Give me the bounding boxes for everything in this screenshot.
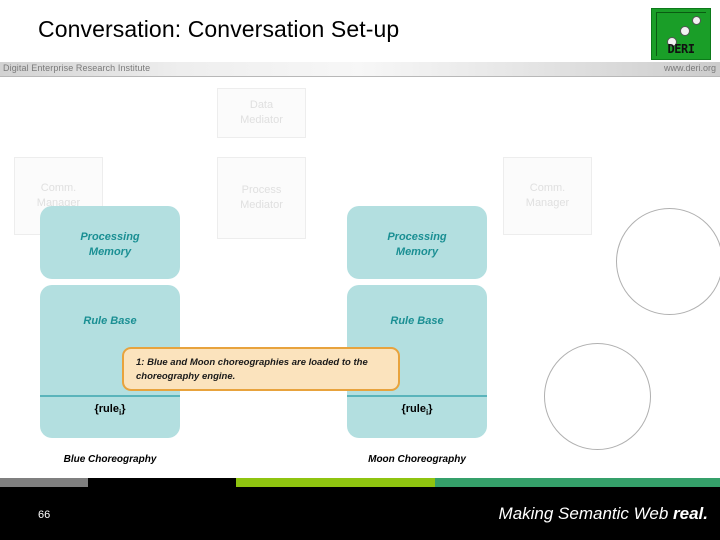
logo-ball-icon <box>667 37 677 47</box>
outline-circle-top <box>616 208 720 315</box>
colorbar-segment-black <box>88 478 236 487</box>
footer-bar <box>0 487 720 540</box>
ghost-label-line2: Manager <box>525 197 570 209</box>
rule-tag-prefix: {rule <box>401 403 426 415</box>
rule-base-divider <box>40 395 180 397</box>
ghost-label-line1: Data <box>249 99 274 111</box>
logo-ball-icon <box>692 16 701 25</box>
footer-color-bar <box>0 478 720 487</box>
ghost-label-line1: Process <box>241 184 282 196</box>
processing-memory-label: Processing Memory <box>40 230 180 260</box>
processing-memory-moon: Processing Memory <box>347 206 487 279</box>
rule-tag-moon: {rulei} <box>347 402 487 420</box>
colorbar-segment-lime <box>236 478 435 487</box>
logo-frame <box>656 12 706 56</box>
choreography-label-blue: Blue Choreography <box>63 454 157 465</box>
ghost-label-line2: Mediator <box>240 199 283 211</box>
rule-base-moon: Rule Base {rulei} <box>347 285 487 438</box>
ghost-label-line1: Comm. <box>40 182 77 194</box>
tagline-normal: Making Semantic Web <box>498 504 674 523</box>
choreography-label-moon: Moon Choreography <box>368 454 466 465</box>
logo-ball-icon <box>680 26 690 36</box>
deri-logo: DERI <box>651 8 711 60</box>
rule-base-label: Rule Base <box>83 315 137 327</box>
ghost-box-data-mediator: Data Mediator <box>217 88 306 138</box>
rule-tag-suffix: } <box>428 403 433 415</box>
logo-wordmark: DERI <box>667 42 695 56</box>
tagline-bold: real. <box>673 504 708 523</box>
processing-memory-blue: Processing Memory <box>40 206 180 279</box>
ghost-box-process-mediator: Process Mediator <box>217 157 306 239</box>
page-number: 66 <box>38 509 51 521</box>
ghost-label-line1: Comm. <box>529 182 566 194</box>
processing-memory-label: Processing Memory <box>347 230 487 260</box>
rule-base-label: Rule Base <box>390 315 444 327</box>
rule-tag-suffix: } <box>121 403 126 415</box>
colorbar-segment-grey <box>0 478 88 487</box>
header-divider-strip <box>0 62 720 77</box>
footer-tagline: Making Semantic Web real. <box>499 504 708 524</box>
colorbar-segment-green <box>435 478 720 487</box>
pm-line2: Memory <box>88 246 132 258</box>
ghost-box-comm-manager-right: Comm. Manager <box>503 157 592 235</box>
pm-line1: Processing <box>387 231 447 243</box>
outline-circle-bottom <box>544 343 651 450</box>
pm-line2: Memory <box>395 246 439 258</box>
rule-base-divider <box>347 395 487 397</box>
rule-tag-prefix: {rule <box>94 403 119 415</box>
rule-tag-subscript: i <box>425 408 429 418</box>
callout-text: 1: Blue and Moon choreographies are load… <box>136 357 368 382</box>
institute-name: Digital Enterprise Research Institute <box>3 63 151 73</box>
pm-line1: Processing <box>80 231 140 243</box>
callout-box: 1: Blue and Moon choreographies are load… <box>122 347 400 391</box>
ghost-label-line2: Mediator <box>240 114 283 126</box>
page-title: Conversation: Conversation Set-up <box>38 16 400 42</box>
rule-tag-subscript: i <box>118 408 122 418</box>
website-url: www.deri.org <box>663 63 716 73</box>
rule-tag-blue: {rulei} <box>40 402 180 420</box>
